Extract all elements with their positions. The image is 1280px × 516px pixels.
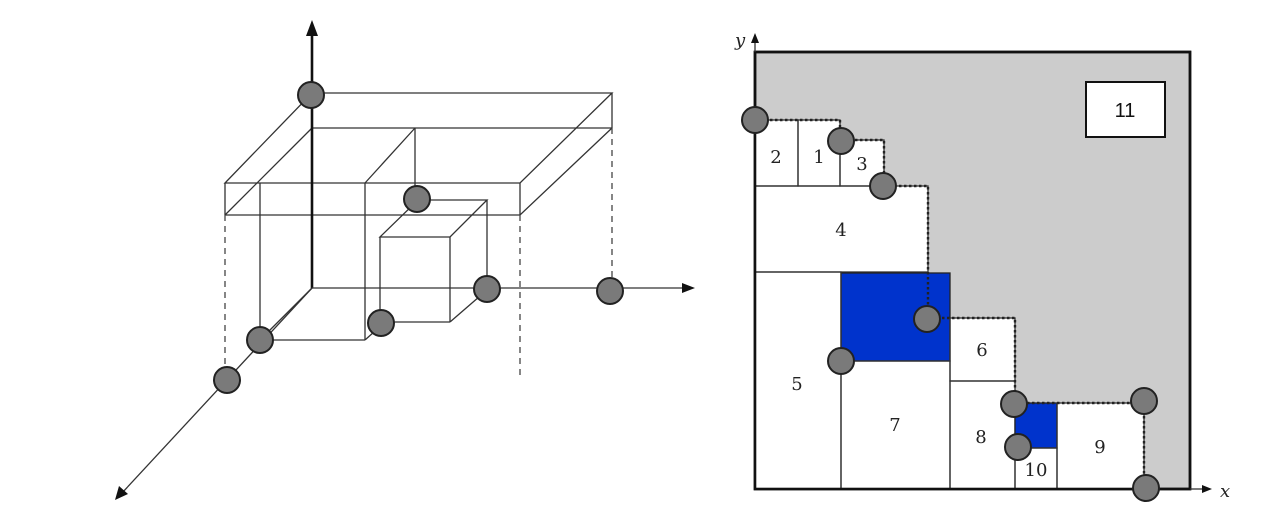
small-cube (378, 199, 489, 323)
container-label-box (1085, 81, 1166, 138)
right-corner-points (741, 106, 1160, 502)
box-label-4: 4 (835, 220, 846, 241)
corner-point (367, 309, 395, 337)
3d-axes (115, 20, 695, 500)
x-axis-label: x (1220, 481, 1230, 502)
box-label-1: 1 (813, 147, 824, 168)
corner-point (1132, 474, 1160, 502)
container-label: 11 (1115, 100, 1136, 122)
2d-axes: y x (734, 30, 1230, 502)
corner-point (213, 366, 241, 394)
skyline-border (755, 118, 1146, 489)
packed-region (755, 120, 1144, 489)
left-3d-diagram (115, 20, 695, 500)
box-label-8: 8 (975, 427, 986, 448)
slab-box (223, 92, 614, 216)
corner-point (596, 277, 624, 305)
corner-point (403, 185, 431, 213)
box-label-6: 6 (976, 340, 987, 361)
left-corner-points (213, 81, 624, 394)
corner-point (1004, 433, 1032, 461)
corner-point (1130, 387, 1158, 415)
corner-point (827, 127, 855, 155)
y-axis-label: y (734, 30, 746, 51)
lower-block (259, 127, 416, 341)
box-label-5: 5 (791, 374, 802, 395)
box-label-2: 2 (770, 147, 781, 168)
corner-point (869, 172, 897, 200)
corner-point (1000, 390, 1028, 418)
corner-point (913, 305, 941, 333)
box-label-3: 3 (856, 154, 867, 175)
box-labels: 2 1 3 4 5 6 7 8 9 10 (770, 147, 1105, 481)
corner-point (297, 81, 325, 109)
right-2d-diagram: 2 1 3 4 5 6 7 8 9 10 11 y x (734, 30, 1230, 502)
corner-point (827, 347, 855, 375)
projection-lines (224, 128, 613, 378)
corner-point (246, 326, 274, 354)
box-label-9: 9 (1094, 437, 1105, 458)
corner-point (741, 106, 769, 134)
box-label-7: 7 (889, 415, 900, 436)
corner-point (473, 275, 501, 303)
box-label-10: 10 (1025, 460, 1048, 481)
packed-boxes (754, 119, 1145, 490)
